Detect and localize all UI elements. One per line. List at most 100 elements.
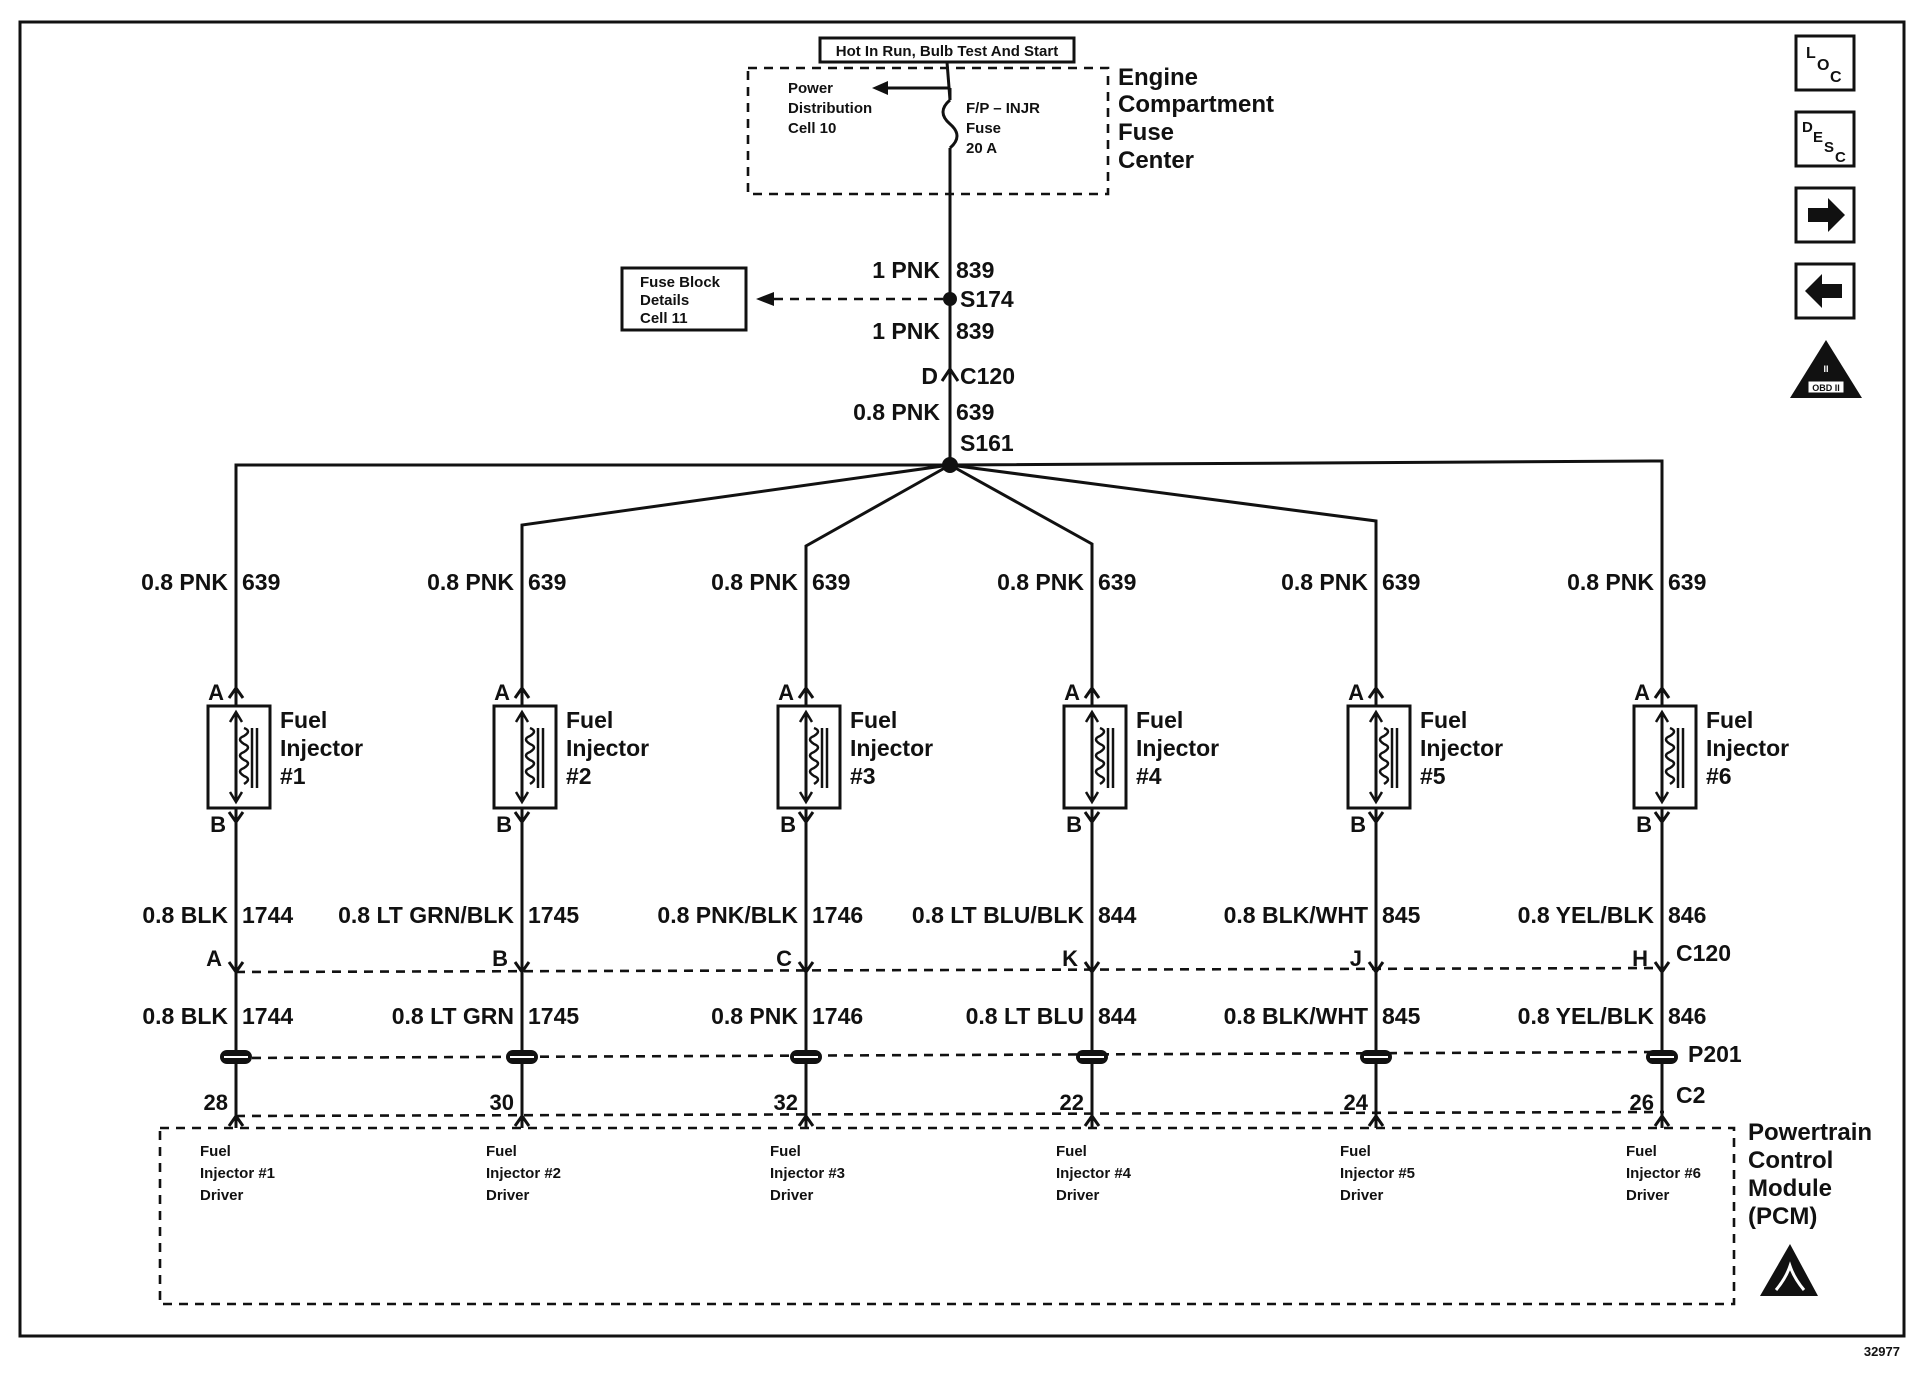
injector-6-feed-circuit: 639 <box>1668 569 1706 595</box>
injector-1-pin-b-symbol <box>227 811 245 825</box>
fuse-rating: 20 A <box>966 140 997 157</box>
injector-3-driver-2: Injector #3 <box>770 1165 845 1182</box>
injector-6-body <box>1632 704 1698 810</box>
injector-4-lower-wire: 0.8 LT BLU <box>966 1003 1084 1029</box>
injector-1-driver-1: Fuel <box>200 1143 231 1160</box>
branch-wires <box>234 459 1664 1128</box>
injector-2-pin-b: B <box>496 812 512 837</box>
diagram-frame <box>18 20 1906 1338</box>
pdc-ref-line3: Cell 10 <box>788 120 836 137</box>
arrow-left-icon <box>1805 274 1842 308</box>
injector-6-c120-pin: H <box>1632 946 1648 971</box>
injector-3-pin-a: A <box>778 680 794 705</box>
injector-4-pin-a: A <box>1064 680 1080 705</box>
injector-6-name-1: Fuel <box>1706 707 1753 733</box>
injector-4-body <box>1062 704 1128 810</box>
feed-lower-circuit: 839 <box>956 318 994 344</box>
injector-4-driver-1: Fuel <box>1056 1143 1087 1160</box>
injector-5-feed-circuit: 639 <box>1382 569 1420 595</box>
injector-3-pin-b-symbol <box>797 811 815 825</box>
fuse-center-name-4: Center <box>1118 147 1194 174</box>
injector-5-feed-wire: 0.8 PNK <box>1281 569 1368 595</box>
next-button[interactable] <box>1794 186 1856 244</box>
injector-4-pin-a-symbol <box>1083 685 1101 699</box>
injector-1-pin-a: A <box>208 680 224 705</box>
injector-1-feed-wire: 0.8 PNK <box>141 569 228 595</box>
injector-5-ctrl-circuit: 845 <box>1382 902 1421 928</box>
previous-button[interactable] <box>1794 262 1856 320</box>
obd-ii-button[interactable]: II OBD II <box>1790 340 1862 398</box>
injector-2-c120-symbol <box>513 961 531 975</box>
injector-3-c120-pin: C <box>776 946 792 971</box>
injector-4-feed-wire: 0.8 PNK <box>997 569 1084 595</box>
svg-text:O: O <box>1817 57 1829 74</box>
location-button[interactable]: L O C <box>1794 34 1856 92</box>
splice-s161-label: S161 <box>960 430 1014 456</box>
connector-p201-label: P201 <box>1688 1041 1742 1067</box>
injector-3-pin-b: B <box>780 812 796 837</box>
branch-wire-1 <box>234 463 950 1128</box>
injector-3-lower-circuit: 1746 <box>812 1003 863 1029</box>
injector-1-lower-circuit: 1744 <box>242 1003 293 1029</box>
injector-6-pin-b: B <box>1636 812 1652 837</box>
fuse-center-name-2: Compartment <box>1118 91 1274 118</box>
injector-3-ctrl-wire: 0.8 PNK/BLK <box>657 902 798 928</box>
svg-text:S: S <box>1824 139 1834 156</box>
injector-5-c120-symbol <box>1367 961 1385 975</box>
injector-6-name-3: #6 <box>1706 763 1732 789</box>
injector-3-lower-wire: 0.8 PNK <box>711 1003 798 1029</box>
injector-6-pin-b-symbol <box>1653 811 1671 825</box>
injector-3-pin-a-symbol <box>797 685 815 699</box>
injector-1-name-2: Injector <box>280 735 363 761</box>
injector-4-name-3: #4 <box>1136 763 1162 789</box>
injector-4-c120-pin: K <box>1062 946 1078 971</box>
injector-3-ctrl-circuit: 1746 <box>812 902 863 928</box>
injector-5-lower-wire: 0.8 BLK/WHT <box>1224 1003 1368 1029</box>
injector-6-c120-symbol <box>1653 961 1671 975</box>
fuse-block-ref-1: Fuse Block <box>640 274 721 291</box>
injector-5-pin-a-symbol <box>1367 685 1385 699</box>
injector-3-name-2: Injector <box>850 735 933 761</box>
injector-5-lower-circuit: 845 <box>1382 1003 1421 1029</box>
injector-1-driver-2: Injector #1 <box>200 1165 275 1182</box>
injector-4-name-1: Fuel <box>1136 707 1183 733</box>
injector-2-pin-a-symbol <box>513 685 531 699</box>
injector-2-name-3: #2 <box>566 763 592 789</box>
injector-6-driver-2: Injector #6 <box>1626 1165 1701 1182</box>
svg-text:E: E <box>1813 129 1823 146</box>
pdc-ref-line2: Distribution <box>788 100 872 117</box>
injector-1-feed-circuit: 639 <box>242 569 280 595</box>
fuse-word: Fuse <box>966 120 1001 137</box>
injector-4-pin-b-symbol <box>1083 811 1101 825</box>
injector-3-body <box>776 704 842 810</box>
pcm-section: Powertrain Control Module (PCM) <box>158 1119 1872 1306</box>
injector-6-ctrl-wire: 0.8 YEL/BLK <box>1518 902 1655 928</box>
fuse-block-arrow-icon <box>756 292 774 306</box>
injector-1-pin-b: B <box>210 812 226 837</box>
injector-6-driver-1: Fuel <box>1626 1143 1657 1160</box>
fuse-symbol-icon <box>941 98 959 150</box>
injector-6-pin-a-symbol <box>1653 685 1671 699</box>
injector-1-ctrl-circuit: 1744 <box>242 902 293 928</box>
connector-c120-line <box>235 966 1665 974</box>
svg-text:L: L <box>1806 45 1816 62</box>
feed-lower-wire: 1 PNK <box>872 318 940 344</box>
svg-text:D: D <box>1802 119 1813 136</box>
obd-sub: II <box>1823 364 1828 374</box>
injector-5-name-1: Fuel <box>1420 707 1467 733</box>
injector-4-pcm-pin: 22 <box>1060 1090 1084 1115</box>
description-button[interactable]: D E S C <box>1794 110 1856 168</box>
injector-5-name-2: Injector <box>1420 735 1503 761</box>
injector-2-feed-circuit: 639 <box>528 569 566 595</box>
injector-1-c120-pin: A <box>206 946 222 971</box>
injector-6-pcm-pin-symbol <box>1653 1113 1671 1127</box>
injector-5-pin-b: B <box>1350 812 1366 837</box>
injector-1-name-3: #1 <box>280 763 306 789</box>
injector-5-pcm-pin-symbol <box>1367 1113 1385 1127</box>
injector-1-name-1: Fuel <box>280 707 327 733</box>
connector-c2-line <box>235 1110 1665 1118</box>
fuse-name: F/P – INJR <box>966 100 1040 117</box>
